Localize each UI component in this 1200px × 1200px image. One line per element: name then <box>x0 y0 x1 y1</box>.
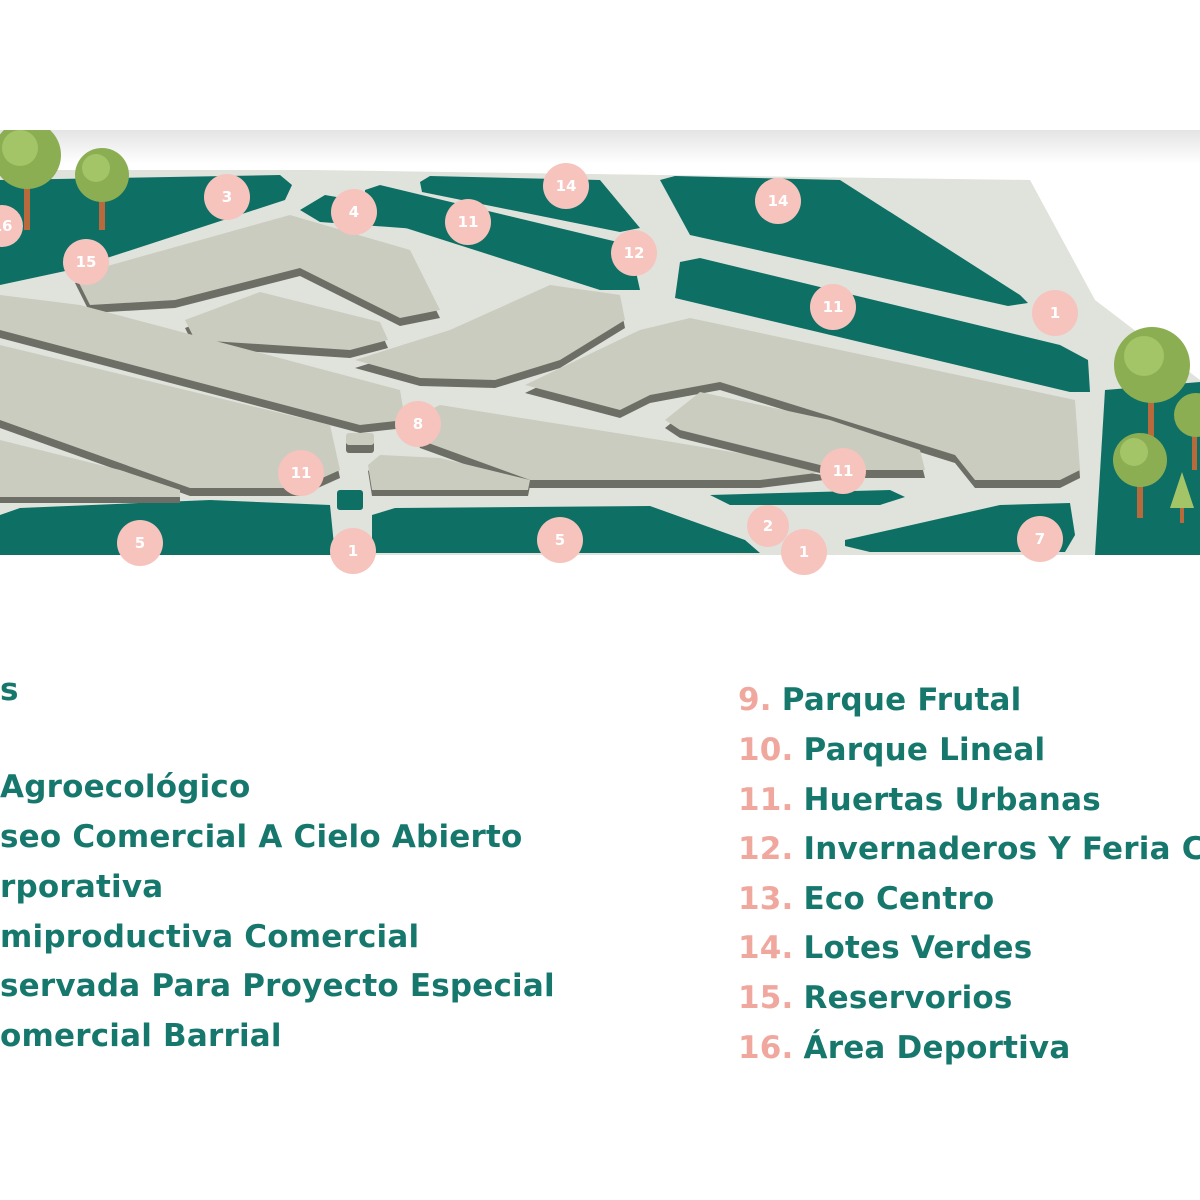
tree-group-right <box>1113 327 1200 523</box>
legend-item-text: Lotes Verdes <box>803 930 1033 966</box>
map-marker-16[interactable]: 16 <box>0 205 23 247</box>
legend-item-text: s <box>0 672 19 708</box>
legend-item: 9.Parque Frutal <box>738 682 1021 718</box>
legend-item-text: Huertas Urbanas <box>803 782 1101 818</box>
svg-text:11: 11 <box>833 462 854 480</box>
svg-text:12: 12 <box>624 244 645 262</box>
green-lot <box>660 176 1028 306</box>
legend-item-number: 12. <box>738 831 794 867</box>
legend-item-text: Reservorios <box>803 980 1013 1016</box>
legend-item: 13.Eco Centro <box>738 881 994 917</box>
legend-item: seo Comercial A Cielo Abierto <box>0 819 523 855</box>
map-marker-8[interactable]: 8 <box>395 401 441 447</box>
svg-text:1: 1 <box>1050 304 1060 322</box>
map-marker-4[interactable]: 4 <box>331 189 377 235</box>
svg-text:1: 1 <box>348 542 358 560</box>
map-markers: 16 3 15 4 11 14 12 14 <box>0 163 1078 575</box>
legend-item-number: 9. <box>738 682 772 718</box>
legend-item-text: omercial Barrial <box>0 1018 282 1054</box>
svg-text:11: 11 <box>458 213 479 231</box>
map-marker-11[interactable]: 11 <box>810 284 856 330</box>
svg-text:15: 15 <box>76 253 97 271</box>
green-lot <box>365 185 640 290</box>
green-lot <box>675 258 1090 392</box>
legend-item-text: rporativa <box>0 869 164 905</box>
svg-text:5: 5 <box>135 534 145 552</box>
legend-item-number: 15. <box>738 980 794 1016</box>
legend-item-text: servada Para Proyecto Especial <box>0 968 555 1004</box>
map-marker-15[interactable]: 15 <box>63 239 109 285</box>
header-shadow <box>0 130 1200 164</box>
legend-item: 16.Área Deportiva <box>738 1030 1070 1066</box>
buildings <box>0 215 1080 503</box>
legend-item-number: 11. <box>738 782 794 818</box>
legend-item: 10.Parque Lineal <box>738 732 1045 768</box>
map-marker-5[interactable]: 5 <box>117 520 163 566</box>
legend-item-number: 13. <box>738 881 794 917</box>
legend-item-number: 16. <box>738 1030 794 1066</box>
map-marker-1[interactable]: 1 <box>330 528 376 574</box>
legend-item: Agroecológico <box>0 769 250 805</box>
legend-item: 14.Lotes Verdes <box>738 930 1032 966</box>
svg-text:2: 2 <box>763 517 773 535</box>
map-marker-12[interactable]: 12 <box>611 230 657 276</box>
svg-text:1: 1 <box>799 543 809 561</box>
map-marker-3[interactable]: 3 <box>204 174 250 220</box>
legend-item-text: Eco Centro <box>803 881 995 917</box>
map-marker-11[interactable]: 11 <box>445 199 491 245</box>
svg-text:8: 8 <box>413 415 423 433</box>
map-marker-14[interactable]: 14 <box>543 163 589 209</box>
legend-item-number: 10. <box>738 732 794 768</box>
map-marker-11[interactable]: 11 <box>278 450 324 496</box>
green-lot <box>0 500 335 555</box>
legend-item-text: Invernaderos Y Feria Ca <box>803 831 1200 867</box>
masterplan-map: 16 3 15 4 11 14 12 14 <box>0 130 1200 575</box>
legend-item: 11.Huertas Urbanas <box>738 782 1101 818</box>
svg-text:11: 11 <box>823 298 844 316</box>
map-marker-1[interactable]: 1 <box>781 529 827 575</box>
legend-item-text: Parque Lineal <box>803 732 1046 768</box>
legend-item-text: miproductiva Comercial <box>0 919 420 955</box>
legend-item-text: Área Deportiva <box>803 1030 1071 1066</box>
legend-item: s <box>0 672 19 708</box>
map-marker-1[interactable]: 1 <box>1032 290 1078 336</box>
svg-text:14: 14 <box>556 177 577 195</box>
legend-item-text: Agroecológico <box>0 769 251 805</box>
green-lot <box>337 490 363 510</box>
legend-item: servada Para Proyecto Especial <box>0 968 555 1004</box>
svg-text:4: 4 <box>349 203 359 221</box>
legend-item: rporativa <box>0 869 163 905</box>
tree-group-left <box>0 130 129 230</box>
svg-text:3: 3 <box>222 188 232 206</box>
legend-item-text: Parque Frutal <box>781 682 1022 718</box>
legend-item: omercial Barrial <box>0 1018 282 1054</box>
legend-item-text: seo Comercial A Cielo Abierto <box>0 819 523 855</box>
svg-text:14: 14 <box>768 192 789 210</box>
green-lot <box>710 490 905 505</box>
map-marker-5[interactable]: 5 <box>537 517 583 563</box>
legend-item: 12.Invernaderos Y Feria Ca <box>738 831 1200 867</box>
map-marker-11[interactable]: 11 <box>820 448 866 494</box>
map-marker-2[interactable]: 2 <box>747 505 789 547</box>
svg-text:7: 7 <box>1035 530 1045 548</box>
svg-text:11: 11 <box>291 464 312 482</box>
legend-item-number: 14. <box>738 930 794 966</box>
map-marker-7[interactable]: 7 <box>1017 516 1063 562</box>
map-marker-14[interactable]: 14 <box>755 178 801 224</box>
legend-item: miproductiva Comercial <box>0 919 419 955</box>
header-area <box>0 0 1200 133</box>
legend-item: 15.Reservorios <box>738 980 1013 1016</box>
svg-text:5: 5 <box>555 531 565 549</box>
svg-text:16: 16 <box>0 217 12 235</box>
